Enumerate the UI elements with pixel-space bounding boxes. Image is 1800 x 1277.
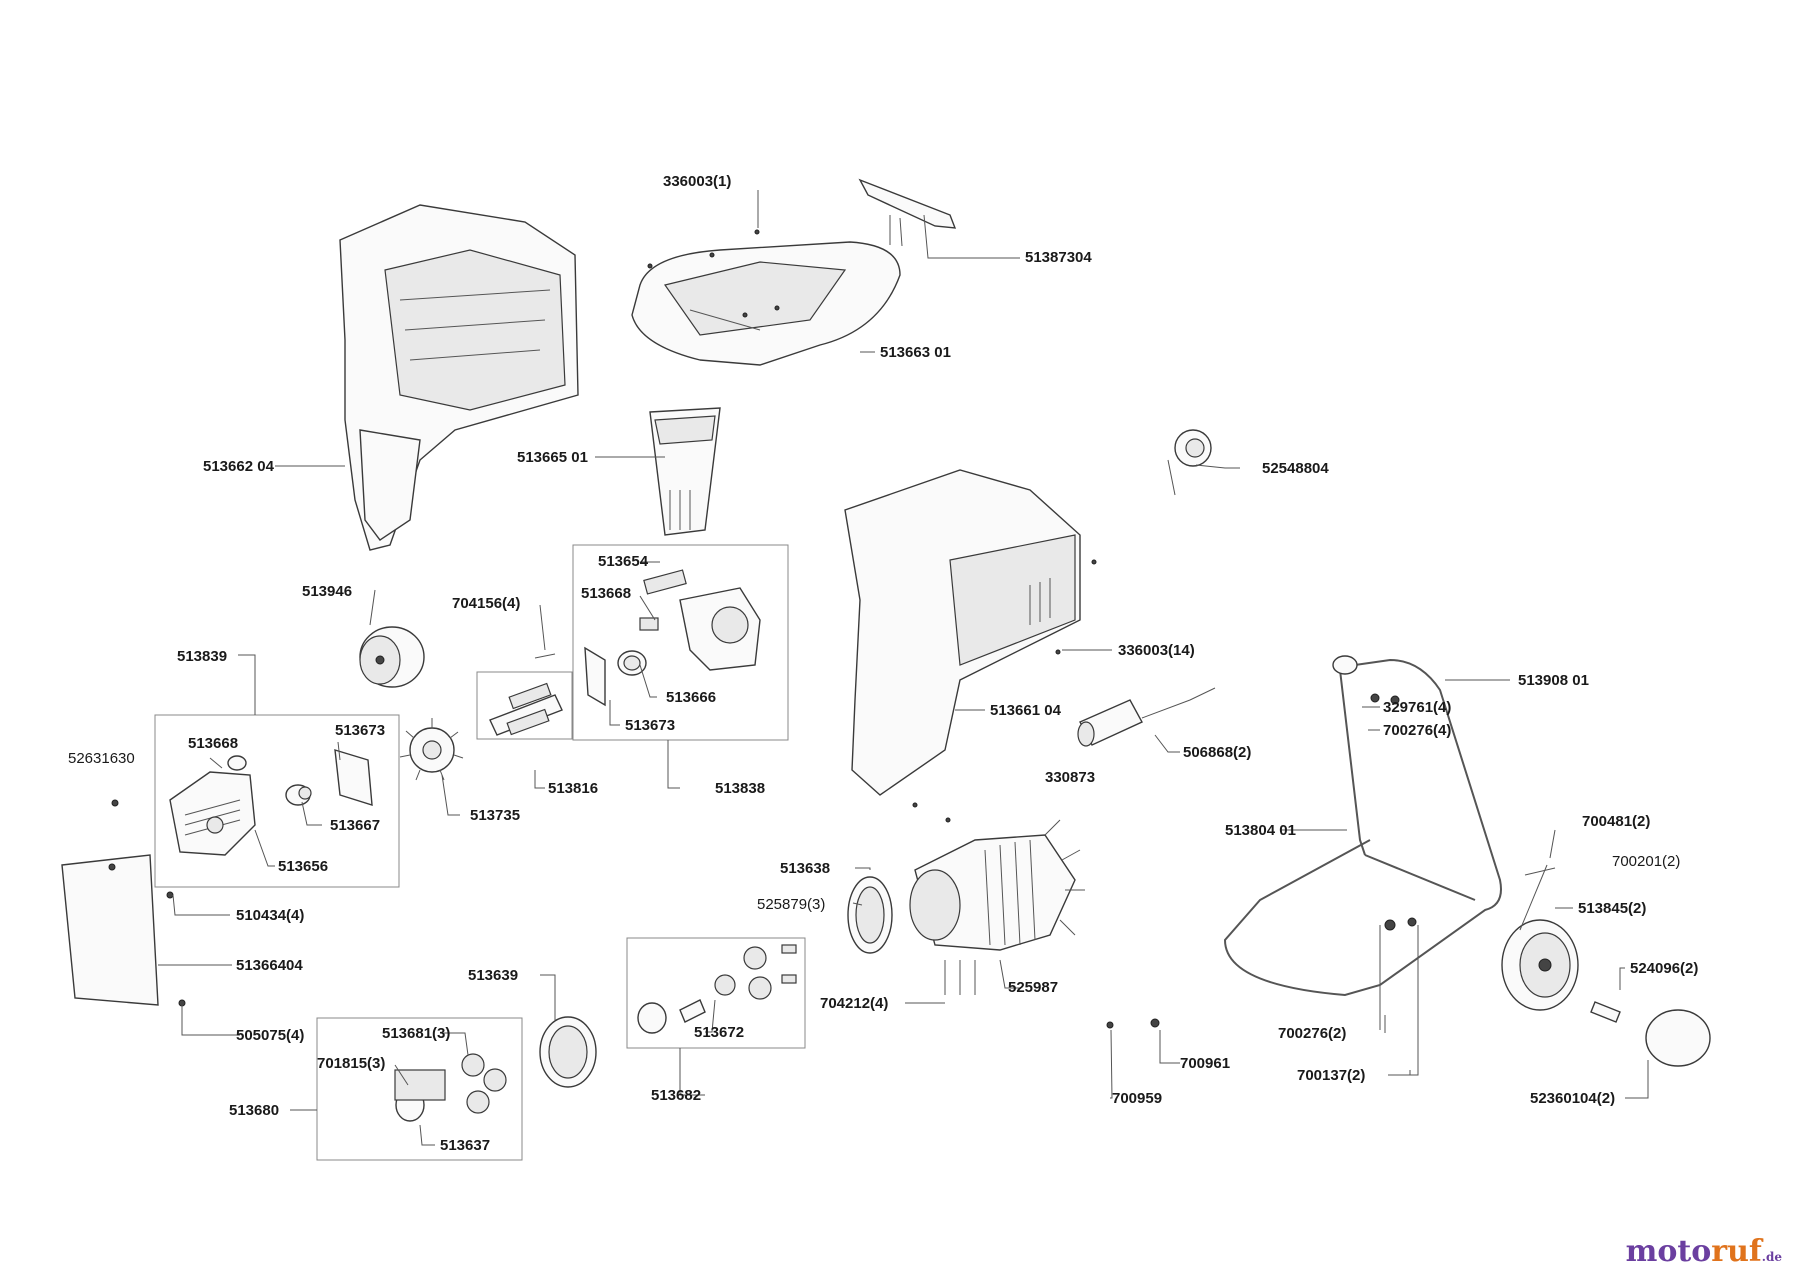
label-513735: 513735 bbox=[470, 807, 520, 824]
label-513665-01: 513665 01 bbox=[517, 449, 588, 466]
impeller-part bbox=[399, 718, 464, 781]
label-513682: 513682 bbox=[651, 1087, 701, 1104]
group-frame-513839 bbox=[154, 714, 400, 888]
label-513654: 513654 bbox=[598, 553, 649, 570]
label-513637: 513637 bbox=[440, 1137, 490, 1154]
label-524096-2: 524096(2) bbox=[1630, 960, 1698, 977]
ring-part bbox=[847, 876, 893, 954]
top-cover-part bbox=[631, 241, 901, 366]
label-513816: 513816 bbox=[548, 780, 598, 797]
label-505075-4: 505075(4) bbox=[236, 1027, 304, 1044]
label-329761-4: 329761(4) bbox=[1383, 699, 1451, 716]
brand-part-3: .de bbox=[1761, 1250, 1782, 1264]
label-513668-a: 513668 bbox=[581, 585, 631, 602]
upper-housing-part bbox=[339, 204, 579, 551]
label-52631630: 52631630 bbox=[68, 750, 135, 767]
planetary-set-part bbox=[394, 1053, 507, 1122]
label-513666: 513666 bbox=[666, 689, 716, 706]
ring-gear-part bbox=[539, 1016, 597, 1088]
label-513638: 513638 bbox=[780, 860, 830, 877]
axle-bolt-part bbox=[1590, 1001, 1621, 1023]
label-513668-b: 513668 bbox=[188, 735, 238, 752]
planet-carrier-part bbox=[637, 944, 797, 1034]
label-506868-2: 506868(2) bbox=[1183, 744, 1251, 761]
label-700959: 700959 bbox=[1112, 1090, 1162, 1107]
label-513908-01: 513908 01 bbox=[1518, 672, 1589, 689]
fan-part bbox=[359, 626, 425, 688]
label-700137-2: 700137(2) bbox=[1297, 1067, 1365, 1084]
brand-part-1: moto bbox=[1625, 1234, 1712, 1269]
side-cover-part bbox=[61, 854, 159, 1006]
shaft-part bbox=[489, 682, 563, 736]
label-700276-2: 700276(2) bbox=[1278, 1025, 1346, 1042]
label-700481-2: 700481(2) bbox=[1582, 813, 1650, 830]
label-701815-3: 701815(3) bbox=[317, 1055, 385, 1072]
label-513804-01: 513804 01 bbox=[1225, 822, 1296, 839]
label-513845-2: 513845(2) bbox=[1578, 900, 1646, 917]
label-513946: 513946 bbox=[302, 583, 352, 600]
bushing-part bbox=[285, 784, 312, 806]
label-513681-3: 513681(3) bbox=[382, 1025, 450, 1042]
label-51366404: 51366404 bbox=[236, 957, 303, 974]
cable-part bbox=[1141, 687, 1216, 719]
flap-part bbox=[858, 178, 957, 247]
label-513661-04: 513661 04 bbox=[990, 702, 1062, 719]
lower-housing-part bbox=[844, 469, 1081, 796]
gasket-part bbox=[334, 749, 373, 806]
label-513673-b: 513673 bbox=[335, 722, 385, 739]
label-513838: 513838 bbox=[715, 780, 765, 797]
label-336003-1: 336003(1) bbox=[663, 173, 731, 190]
motor-part bbox=[909, 819, 1085, 951]
capacitor-part bbox=[1077, 699, 1143, 747]
label-704156-4: 704156(4) bbox=[452, 595, 520, 612]
label-330873: 330873 bbox=[1045, 769, 1095, 786]
wheel-part bbox=[1501, 919, 1579, 1011]
label-525879-3: 525879(3) bbox=[757, 896, 825, 913]
label-513639: 513639 bbox=[468, 967, 518, 984]
label-513662-04: 513662 04 bbox=[203, 458, 275, 475]
label-700276-4: 700276(4) bbox=[1383, 722, 1451, 739]
gear-cover-part bbox=[169, 771, 256, 856]
label-52548804: 52548804 bbox=[1262, 460, 1329, 477]
label-51387304: 51387304 bbox=[1025, 249, 1092, 266]
label-52360104-2: 52360104(2) bbox=[1530, 1090, 1615, 1107]
group-frame-513680 bbox=[316, 1017, 523, 1161]
hub-cap-part bbox=[1645, 1009, 1711, 1067]
label-336003-14: 336003(14) bbox=[1118, 642, 1195, 659]
label-513673-a: 513673 bbox=[625, 717, 675, 734]
group-frame-513838 bbox=[572, 544, 789, 741]
label-513663-01: 513663 01 bbox=[880, 344, 951, 361]
label-704212-4: 704212(4) bbox=[820, 995, 888, 1012]
label-513839: 513839 bbox=[177, 648, 227, 665]
leader-lines bbox=[158, 190, 1649, 1146]
brand-logo: motoruf.de bbox=[1626, 1234, 1782, 1269]
label-700961: 700961 bbox=[1180, 1055, 1230, 1072]
label-513667: 513667 bbox=[330, 817, 380, 834]
sleeve-part bbox=[227, 755, 247, 771]
gearbox-housing-part bbox=[584, 569, 761, 707]
label-525987: 525987 bbox=[1008, 979, 1058, 996]
group-frame-513682 bbox=[626, 937, 806, 1049]
fastener-parts bbox=[108, 229, 1556, 1029]
hopper-insert-part bbox=[649, 407, 721, 536]
label-513672: 513672 bbox=[694, 1024, 744, 1041]
label-700201-2: 700201(2) bbox=[1612, 853, 1680, 870]
group-frame-513816 bbox=[476, 671, 573, 740]
handle-frame-part bbox=[1223, 655, 1502, 997]
label-510434-4: 510434(4) bbox=[236, 907, 304, 924]
brand-part-2: ruf bbox=[1711, 1234, 1762, 1269]
label-513680: 513680 bbox=[229, 1102, 279, 1119]
label-513656: 513656 bbox=[278, 858, 328, 875]
switch-part bbox=[1167, 429, 1212, 496]
